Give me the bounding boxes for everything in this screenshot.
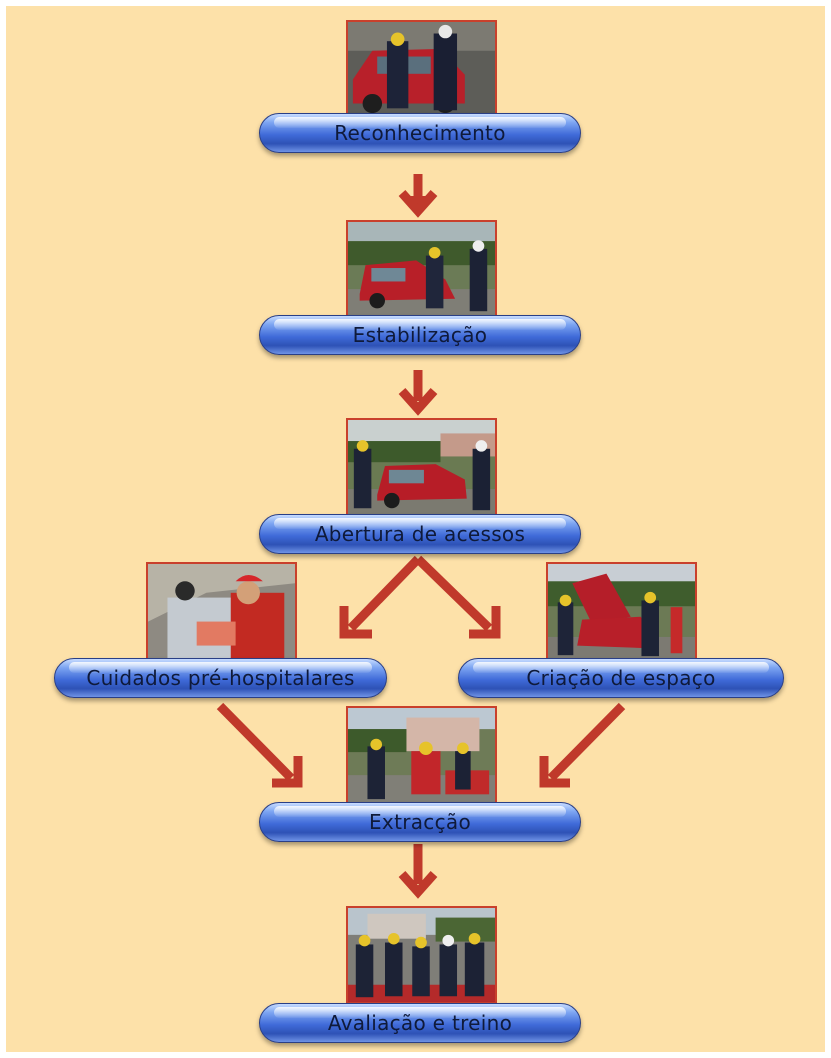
- abertura-label: Abertura de acessos: [314, 522, 526, 546]
- reconhecimento-pill: Reconhecimento: [259, 113, 581, 153]
- flow-arrows: [216, 174, 626, 899]
- arrow-5-to-6: [539, 702, 626, 788]
- criacao-photo: [546, 562, 697, 661]
- avaliacao-pill: Avaliação e treino: [259, 1003, 581, 1043]
- criacao-label: Criação de espaço: [526, 666, 716, 690]
- extraccao-pill: Extracção: [259, 802, 581, 842]
- estabilizacao-pill: Estabilização: [259, 315, 581, 355]
- extraccao-label: Extracção: [369, 810, 471, 834]
- estabilizacao-label: Estabilização: [352, 323, 488, 347]
- reconhecimento-label: Reconhecimento: [334, 121, 506, 145]
- avaliacao-photo: [346, 906, 497, 1004]
- arrow-3-to-5: [414, 555, 501, 639]
- extraccao-photo: [346, 706, 497, 804]
- arrow-4-to-6: [216, 702, 303, 788]
- cuidados-pill: Cuidados pré-hospitalares: [54, 658, 387, 698]
- arrow-3-to-4: [339, 555, 422, 639]
- arrow-1-to-2: [398, 174, 438, 218]
- cuidados-label: Cuidados pré-hospitalares: [86, 666, 355, 690]
- avaliacao-label: Avaliação e treino: [327, 1011, 513, 1035]
- arrow-2-to-3: [398, 370, 438, 416]
- criacao-pill: Criação de espaço: [458, 658, 784, 698]
- estabilizacao-photo: [346, 220, 497, 318]
- abertura-pill: Abertura de acessos: [259, 514, 581, 554]
- reconhecimento-photo: [346, 20, 497, 118]
- arrow-6-to-7: [398, 844, 438, 899]
- diagram-canvas: Reconhecimento Estabilização: [6, 6, 825, 1052]
- cuidados-photo: [146, 562, 297, 661]
- abertura-photo: [346, 418, 497, 516]
